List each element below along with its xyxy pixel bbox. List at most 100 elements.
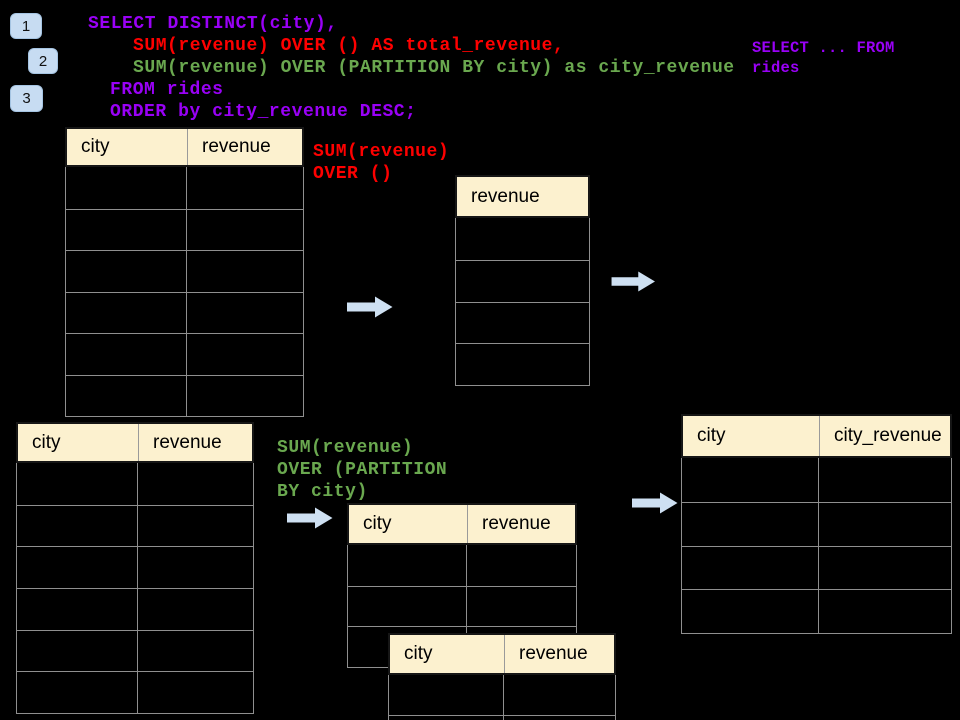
table-row xyxy=(17,629,253,672)
table-row xyxy=(456,301,589,344)
header-cell-city: city xyxy=(81,136,110,157)
table-row xyxy=(348,545,576,586)
table-cell xyxy=(389,716,503,720)
side-note-line-2: rides xyxy=(752,59,800,77)
side-note-line-1: SELECT ... FROM xyxy=(752,39,895,57)
table-cell xyxy=(818,590,951,634)
table-body xyxy=(388,675,616,720)
table-row xyxy=(17,504,253,547)
table-cell xyxy=(186,209,303,250)
sql-line-select: SELECT DISTINCT(city), xyxy=(88,14,338,34)
table-row xyxy=(66,208,303,251)
table-row xyxy=(66,250,303,292)
label-partition-line-2: OVER (PARTITION xyxy=(277,460,448,480)
table-body xyxy=(65,167,304,417)
table-cell xyxy=(66,210,186,251)
table-header-row: city revenue xyxy=(65,127,304,167)
step-badge-1: 1 xyxy=(10,13,42,39)
table-cell xyxy=(682,590,818,633)
table-row xyxy=(389,715,615,720)
table-header-row: revenue xyxy=(455,175,590,218)
table-row xyxy=(17,671,253,714)
table-cell xyxy=(466,545,576,586)
header-cell-revenue: revenue xyxy=(471,185,540,207)
header-cell-revenue: revenue xyxy=(467,505,575,543)
table-cell xyxy=(466,586,576,627)
header-cell-city: city xyxy=(32,431,61,453)
step-badge-3: 3 xyxy=(10,85,43,112)
table-cell xyxy=(66,376,186,417)
table-body xyxy=(681,458,952,635)
table-result-right: city city_revenue xyxy=(681,414,952,635)
table-header-row: city revenue xyxy=(16,422,254,463)
table-cell xyxy=(503,675,615,715)
table-cell xyxy=(137,463,253,505)
table-row xyxy=(456,343,589,386)
header-cell-revenue: revenue xyxy=(504,635,614,673)
arrow-right-icon xyxy=(287,507,333,529)
table-cell xyxy=(66,167,186,209)
table-row xyxy=(682,458,951,502)
table-row xyxy=(682,589,951,634)
table-row xyxy=(348,585,576,627)
table-body xyxy=(16,463,254,715)
table-row xyxy=(66,167,303,209)
table-cell xyxy=(17,463,137,505)
table-header-row: city revenue xyxy=(388,633,616,675)
table-row xyxy=(66,333,303,375)
arrow-right-icon xyxy=(632,492,678,514)
table-row xyxy=(17,588,253,630)
sql-line-total-revenue: SUM(revenue) OVER () AS total_revenue, xyxy=(133,36,565,56)
table-cell xyxy=(186,375,303,416)
table-header-row: city city_revenue xyxy=(681,414,952,458)
label-total-revenue-line-2: OVER () xyxy=(313,164,393,184)
table-row xyxy=(66,374,303,417)
label-partition-line-3: BY city) xyxy=(277,482,368,502)
table-cell xyxy=(456,218,589,260)
table-body xyxy=(455,218,590,387)
table-cell xyxy=(682,458,818,502)
table-cell xyxy=(17,672,137,713)
table-cell xyxy=(348,545,466,586)
arrow-right-icon xyxy=(611,271,655,292)
table-row xyxy=(682,501,951,546)
table-cell xyxy=(17,547,137,588)
header-cell-revenue: revenue xyxy=(187,129,302,165)
table-cell xyxy=(456,344,589,385)
table-cell xyxy=(818,458,951,502)
sql-line-city-revenue: SUM(revenue) OVER (PARTITION BY city) as… xyxy=(133,58,735,78)
table-cell xyxy=(389,675,503,715)
table-header-row: city revenue xyxy=(347,503,577,545)
sql-line-from: FROM rides xyxy=(110,80,224,100)
table-cell xyxy=(682,547,818,590)
label-partition-line-1: SUM(revenue) xyxy=(277,438,414,458)
table-cell xyxy=(137,547,253,589)
label-total-revenue-line-1: SUM(revenue) xyxy=(313,142,450,162)
table-cell xyxy=(66,334,186,375)
table-cell xyxy=(348,587,466,627)
table-cell xyxy=(17,589,137,630)
table-cell xyxy=(17,506,137,547)
table-cell xyxy=(17,631,137,672)
header-cell-revenue: revenue xyxy=(138,424,252,461)
table-total-revenue: revenue xyxy=(455,175,590,387)
table-row xyxy=(682,545,951,590)
table-cell xyxy=(137,630,253,672)
table-cell xyxy=(66,293,186,334)
table-source-top: city revenue xyxy=(65,127,304,417)
table-row xyxy=(66,291,303,334)
table-row xyxy=(17,546,253,589)
table-cell xyxy=(456,303,589,344)
table-source-bottom: city revenue xyxy=(16,422,254,715)
table-cell xyxy=(682,503,818,546)
table-cell xyxy=(137,589,253,630)
header-cell-city: city xyxy=(404,643,433,664)
arrow-right-icon xyxy=(347,296,393,318)
table-cell xyxy=(818,546,951,590)
table-row xyxy=(456,259,589,302)
table-partition-overlay: city revenue xyxy=(388,633,616,720)
table-cell xyxy=(137,505,253,547)
table-cell xyxy=(186,334,303,375)
table-cell xyxy=(137,672,253,714)
